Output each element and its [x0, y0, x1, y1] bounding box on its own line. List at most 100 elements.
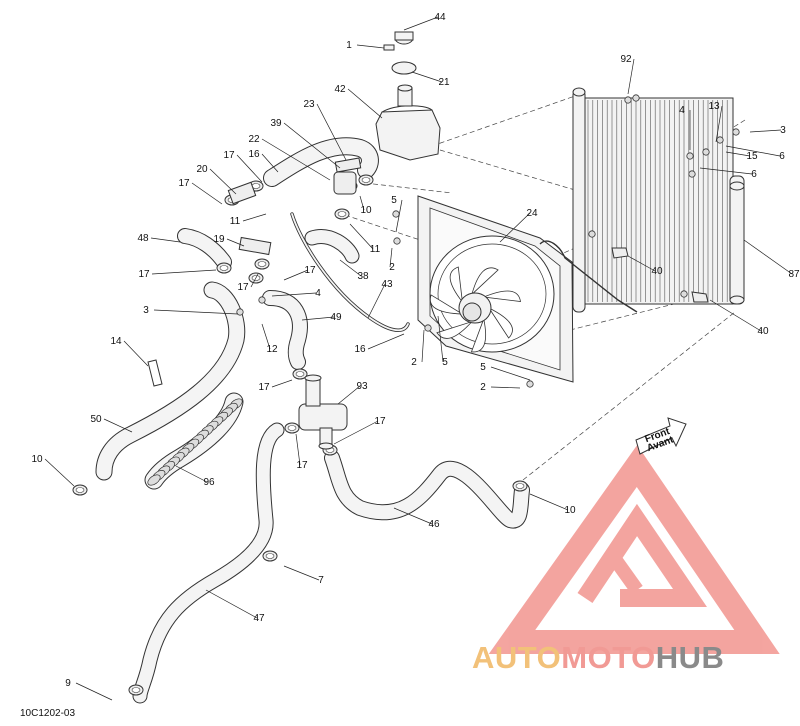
callout-number: 24: [526, 208, 538, 219]
bolt-2: [716, 136, 724, 144]
callout-45: 15: [725, 151, 758, 162]
leader-line: [347, 88, 383, 119]
callout-42: 4: [679, 105, 691, 150]
leader-line: [175, 465, 208, 483]
leader-line: [367, 333, 405, 350]
bolt-7: [236, 308, 244, 316]
expansion-tank: [375, 31, 441, 161]
callout-number: 44: [434, 12, 446, 23]
callout-number: 16: [354, 344, 366, 355]
leader-line: [295, 433, 301, 466]
leader-line: [333, 420, 379, 445]
callout-20: 38: [339, 259, 369, 282]
callout-number: 10: [31, 454, 43, 465]
bolt-10: [632, 94, 640, 102]
callout-number: 20: [196, 164, 208, 175]
callout-34: 10: [31, 454, 75, 487]
callout-12: 5: [391, 195, 403, 233]
leader-line: [283, 269, 309, 281]
callout-number: 4: [679, 105, 685, 116]
callout-18: 17: [283, 265, 316, 281]
fan-shroud-assembly: [417, 195, 638, 383]
callout-number: 50: [90, 414, 102, 425]
watermark-part1: AUTO: [472, 640, 562, 675]
hose-7: [324, 450, 530, 529]
leader-line: [356, 44, 385, 49]
callout-number: 23: [303, 99, 315, 110]
hose-1: [177, 228, 232, 270]
callout-25: 49: [301, 312, 342, 323]
callout-47: 6: [699, 167, 757, 180]
hose-6: [132, 422, 285, 704]
callout-0: 44: [403, 12, 446, 31]
leader-line: [316, 103, 347, 161]
callout-21: 2: [389, 247, 395, 273]
callout-number: 5: [391, 195, 397, 206]
callout-number: 10: [360, 205, 372, 216]
callout-17: 17: [138, 269, 217, 280]
leader-line: [627, 58, 635, 95]
leader-line: [283, 122, 341, 169]
bolt-4: [424, 324, 432, 332]
callout-29: 17: [258, 379, 293, 393]
callout-32: 17: [295, 433, 308, 471]
callout-41: 92: [620, 54, 635, 95]
bolt-9: [624, 96, 632, 104]
leader-line: [339, 259, 362, 277]
callout-31: 50: [90, 414, 133, 433]
watermark-text: AUTOMOTOHUB: [472, 640, 724, 676]
callout-5: 39: [270, 118, 341, 169]
callout-number: 17: [138, 269, 150, 280]
hose-4: [262, 290, 308, 370]
callout-36: 46: [393, 507, 440, 530]
callout-number: 17: [296, 460, 308, 471]
callout-number: 17: [258, 382, 270, 393]
leader-line: [75, 682, 113, 701]
callout-number: 11: [370, 244, 381, 255]
callout-19: 17: [237, 273, 259, 293]
leader-line: [226, 238, 245, 247]
callout-53: 5: [437, 315, 448, 368]
bolt-16: [680, 290, 688, 298]
callout-48: 24: [499, 208, 538, 243]
leader-line: [490, 386, 521, 389]
bolt-3: [393, 237, 401, 245]
callout-43: 13: [708, 101, 723, 143]
leader-line: [367, 283, 386, 319]
callout-number: 38: [357, 271, 369, 282]
callout-number: 5: [480, 362, 486, 373]
callout-3: 42: [334, 84, 383, 119]
leader-line: [393, 507, 433, 525]
hose-5: [304, 229, 360, 264]
callout-number: 7: [318, 575, 324, 586]
hose-0: [263, 137, 379, 187]
leader-line: [301, 316, 335, 321]
callout-7: 17: [223, 150, 263, 183]
leader-line: [627, 255, 656, 272]
leader-line: [725, 151, 751, 157]
front-direction-arrow: Front Avant: [635, 417, 687, 455]
callout-number: 21: [438, 77, 450, 88]
watermark-part3: HUB: [655, 640, 725, 675]
callout-number: 17: [178, 178, 190, 189]
callout-54: 5: [480, 362, 531, 381]
leader-line: [242, 213, 267, 222]
leader-line: [725, 145, 781, 157]
leader-line: [261, 138, 331, 181]
leader-line: [389, 247, 393, 268]
bolt-5: [526, 380, 534, 388]
bolt-15: [588, 230, 596, 238]
hose-2: [95, 281, 246, 481]
callout-number: 6: [751, 169, 757, 180]
callout-number: 46: [428, 519, 440, 530]
callout-number: 17: [237, 282, 249, 293]
callout-number: 9: [65, 678, 71, 689]
leader-line: [395, 199, 403, 233]
bolt-0: [732, 128, 740, 136]
callout-number: 43: [381, 279, 393, 290]
callout-number: 17: [223, 150, 235, 161]
leader-line: [44, 458, 75, 487]
callout-13: 11: [230, 213, 267, 227]
leader-line: [205, 589, 258, 619]
